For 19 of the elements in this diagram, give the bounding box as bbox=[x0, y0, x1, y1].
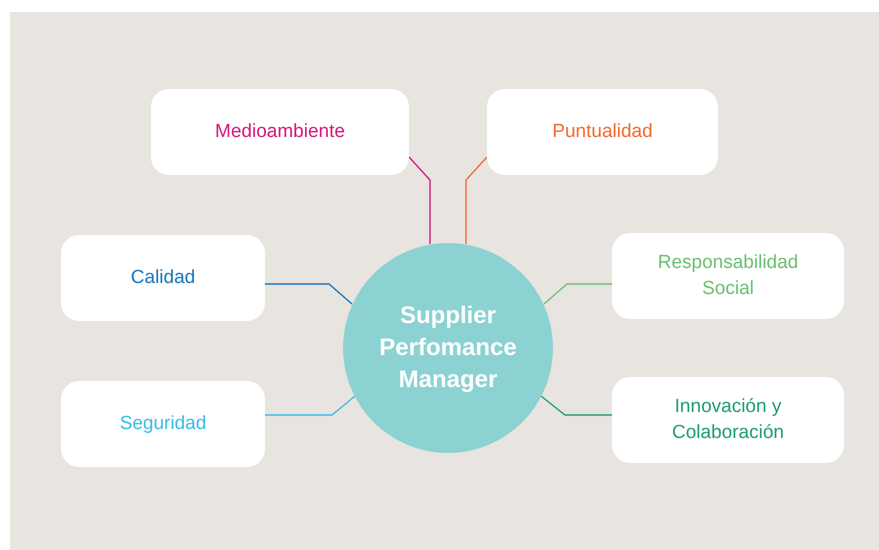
topic-box bbox=[612, 233, 844, 319]
topic-box bbox=[61, 381, 265, 467]
connector-line bbox=[265, 283, 352, 305]
topic-label: Innovación y Colaboración bbox=[671, 395, 785, 445]
topic-label: Responsabilidad Social bbox=[656, 251, 800, 301]
connector-line bbox=[408, 156, 431, 244]
topic-box bbox=[61, 235, 265, 321]
topic-box bbox=[612, 377, 844, 463]
topic-box bbox=[151, 89, 409, 175]
connector-line bbox=[540, 395, 612, 416]
connector-line bbox=[544, 283, 612, 305]
topic-label: Seguridad bbox=[120, 412, 206, 436]
topic-box bbox=[487, 89, 718, 175]
center-label: Supplier Perfomance Manager bbox=[378, 301, 518, 395]
connector-line bbox=[265, 395, 356, 416]
topic-label: Medioambiente bbox=[215, 120, 345, 144]
connector-line bbox=[465, 156, 488, 244]
topic-label: Puntualidad bbox=[552, 120, 653, 144]
topic-label: Calidad bbox=[130, 266, 196, 290]
